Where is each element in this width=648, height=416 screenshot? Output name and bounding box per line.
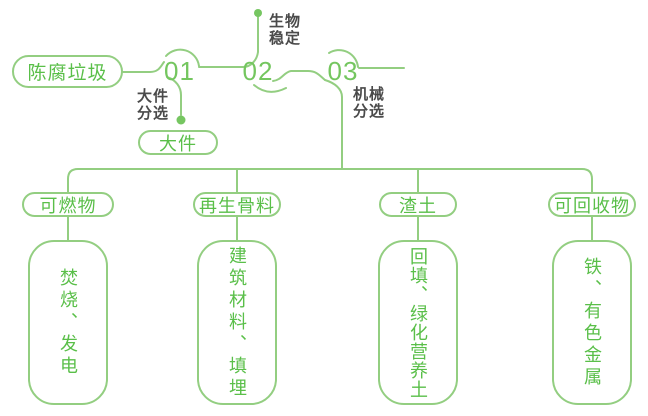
arc-over-step3 <box>328 49 359 68</box>
category-recycled-aggregate: 再生骨料 <box>193 192 281 217</box>
bulky-dot <box>176 115 186 125</box>
step-2-number: 02 <box>242 56 274 86</box>
category-label: 再生骨料 <box>199 195 275 216</box>
step-3-annotation: 机械 分选 <box>353 86 386 120</box>
step-3-number: 03 <box>327 56 359 86</box>
outcome-box-recycled-aggregate: 建筑材料、填埋 <box>197 240 277 405</box>
line-source-to-step1 <box>122 61 165 73</box>
line-step2-to-step3 <box>272 70 326 82</box>
arc-over-step1 <box>165 48 200 67</box>
outcome-box-combustibles: 焚烧、发电 <box>28 240 108 405</box>
outcome-box-recyclables: 铁、有色金属 <box>552 240 632 405</box>
step-1-number: 01 <box>164 56 195 86</box>
category-label: 可回收物 <box>554 195 630 216</box>
step-1-annotation: 大件 分选 <box>137 88 170 122</box>
outcome-text: 焚烧、发电 <box>58 267 78 378</box>
source-label: 陈腐垃圾 <box>27 63 108 84</box>
branch-line <box>67 168 593 193</box>
line-step2-to-bio-dot <box>242 16 259 68</box>
category-slag-soil: 渣土 <box>379 192 457 217</box>
category-recyclables: 可回收物 <box>548 192 636 217</box>
category-label: 可燃物 <box>39 195 97 216</box>
bio-dot <box>254 9 262 17</box>
bulky-output-label: 大件 <box>159 133 197 154</box>
outcome-text: 建筑材料、填埋 <box>227 245 247 400</box>
line-step3-down <box>324 79 343 170</box>
arc-under-step2 <box>253 84 287 93</box>
outcome-box-slag-soil: 回填、绿化营养土 <box>378 240 458 405</box>
line-step1-down <box>166 76 182 116</box>
category-label: 渣土 <box>399 195 437 216</box>
bulky-output-node: 大件 <box>138 130 218 155</box>
outcome-text: 回填、绿化营养土 <box>408 246 428 399</box>
category-combustibles: 可燃物 <box>22 192 114 217</box>
source-node: 陈腐垃圾 <box>12 55 123 88</box>
outcome-text: 铁、有色金属 <box>582 256 602 389</box>
step-2-annotation: 生物 稳定 <box>269 13 302 47</box>
